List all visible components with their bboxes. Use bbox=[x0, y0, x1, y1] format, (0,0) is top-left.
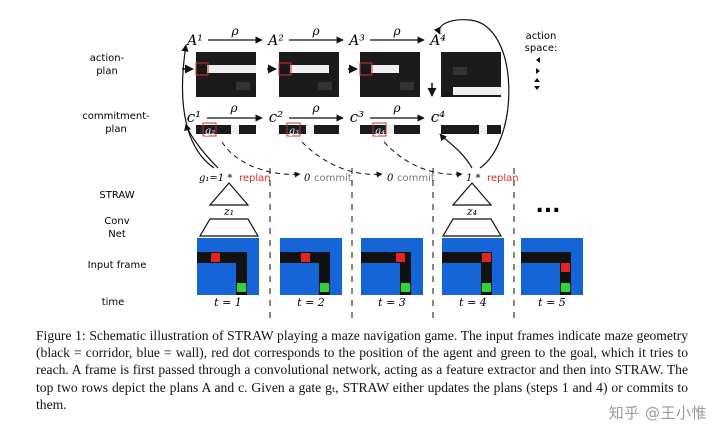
time-label-4: t = 4 bbox=[459, 296, 487, 309]
gate-marker-3: g₃ bbox=[289, 126, 299, 137]
straw-module-4 bbox=[451, 182, 493, 206]
rho-label-3: ρ bbox=[392, 24, 400, 38]
action-marker-box-2 bbox=[278, 62, 292, 76]
action-right-icon bbox=[536, 68, 540, 74]
action-space-label-1: action bbox=[526, 31, 557, 42]
action-plan-label-3: A³ bbox=[347, 33, 365, 49]
action-plan-matrix-2 bbox=[279, 52, 339, 97]
gate-marker-4: g₄ bbox=[375, 126, 385, 137]
action-marker-3: a₃ bbox=[361, 65, 371, 76]
action-plan-label-4: A⁴ bbox=[428, 33, 446, 49]
caption-text: Schematic illustration of STRAW playing … bbox=[36, 328, 689, 412]
action-down-icon bbox=[534, 86, 540, 90]
figure-caption: Figure 1: Schematic illustration of STRA… bbox=[36, 327, 688, 413]
action-plan-label-2: A² bbox=[266, 33, 284, 49]
gate-value-2: 0 bbox=[304, 173, 311, 184]
commit-rho-label-3: ρ bbox=[392, 101, 400, 115]
rho-label-2: ρ bbox=[311, 24, 319, 38]
row-label-straw: STRAW bbox=[99, 190, 134, 201]
action-space-label-2: space: bbox=[525, 43, 558, 54]
row-label-input-frame: Input frame bbox=[88, 260, 147, 271]
latent-1: z₁ bbox=[223, 205, 234, 218]
gate-word-2: commit bbox=[314, 173, 352, 184]
gate-word-3: commit bbox=[397, 173, 435, 184]
rho-label-1: ρ bbox=[230, 24, 238, 38]
action-marker-1: a₁ bbox=[197, 65, 207, 76]
action-marker-2: a₂ bbox=[280, 65, 290, 76]
input-frame-2 bbox=[280, 238, 342, 295]
commit-arrow-2 bbox=[301, 141, 383, 178]
input-frame-4 bbox=[442, 238, 504, 295]
gate-marker-box-2 bbox=[202, 122, 217, 137]
gate-value-3: 0 bbox=[387, 173, 394, 184]
row-label-convnet-2: Net bbox=[108, 229, 126, 240]
time-label-3: t = 3 bbox=[378, 296, 406, 309]
commit-rho-label-1: ρ bbox=[229, 101, 237, 115]
commitment-label-2: c² bbox=[269, 108, 283, 126]
action-up-icon bbox=[534, 78, 540, 82]
time-label-2: t = 2 bbox=[297, 296, 325, 309]
convnet-4 bbox=[441, 218, 503, 237]
gate-value-1: g₁=1 * bbox=[199, 173, 232, 184]
row-label-convnet-1: Conv bbox=[104, 216, 129, 227]
latent-4: z₄ bbox=[466, 205, 477, 218]
convnet-1 bbox=[198, 218, 260, 237]
row-label-commitment-plan-1: commitment- bbox=[82, 111, 150, 122]
commit-arrow-3 bbox=[383, 141, 463, 178]
input-frame-3 bbox=[361, 238, 423, 295]
straw-figure: action- plan commitment- plan STRAW Conv… bbox=[82, 19, 583, 320]
time-label-1: t = 1 bbox=[214, 296, 242, 309]
commit-rho-label-2: ρ bbox=[311, 101, 319, 115]
commitment-label-1: c¹ bbox=[187, 108, 201, 126]
commitment-strip-4 bbox=[441, 125, 501, 134]
update-arrow-action-4 bbox=[433, 19, 510, 169]
row-label-time: time bbox=[102, 297, 125, 308]
gate-marker-2: g₂ bbox=[205, 126, 215, 137]
action-marker-box-3 bbox=[359, 62, 373, 76]
gate-value-4: 1 * bbox=[466, 173, 481, 184]
row-label-commitment-plan-2: plan bbox=[105, 124, 127, 135]
commitment-strip-3 bbox=[360, 125, 420, 134]
action-marker-box-1 bbox=[195, 62, 209, 76]
commitment-label-3: c³ bbox=[350, 108, 364, 126]
ellipsis: ... bbox=[535, 193, 560, 218]
commitment-strip-2 bbox=[279, 125, 339, 134]
input-frame-5 bbox=[521, 238, 583, 295]
action-left-icon bbox=[536, 57, 540, 63]
time-label-5: t = 5 bbox=[538, 296, 566, 309]
action-marker-4: a₄ bbox=[443, 89, 453, 100]
action-plan-label-1: A¹ bbox=[185, 33, 203, 49]
action-plan-matrix-3 bbox=[360, 52, 420, 97]
watermark: 知乎 @王小惟 bbox=[608, 404, 707, 422]
commit-arrow-1 bbox=[221, 141, 301, 178]
input-frame-1 bbox=[197, 238, 259, 295]
row-label-action-plan-2: plan bbox=[96, 66, 118, 77]
update-arrow-commit-4 bbox=[439, 133, 473, 169]
gate-marker-box-4 bbox=[372, 122, 387, 137]
gate-word-4: replan bbox=[487, 173, 519, 184]
caption-prefix: Figure 1: bbox=[36, 328, 86, 343]
action-plan-matrix-4 bbox=[441, 52, 501, 97]
commitment-strip-1 bbox=[196, 125, 256, 134]
gate-marker-box-3 bbox=[286, 122, 301, 137]
row-label-action-plan-1: action- bbox=[90, 53, 125, 64]
gate-word-1: replan bbox=[239, 173, 271, 184]
straw-module-1 bbox=[208, 182, 250, 206]
update-arrow-commit-1 bbox=[184, 123, 219, 169]
commitment-label-4: c⁴ bbox=[431, 108, 445, 126]
